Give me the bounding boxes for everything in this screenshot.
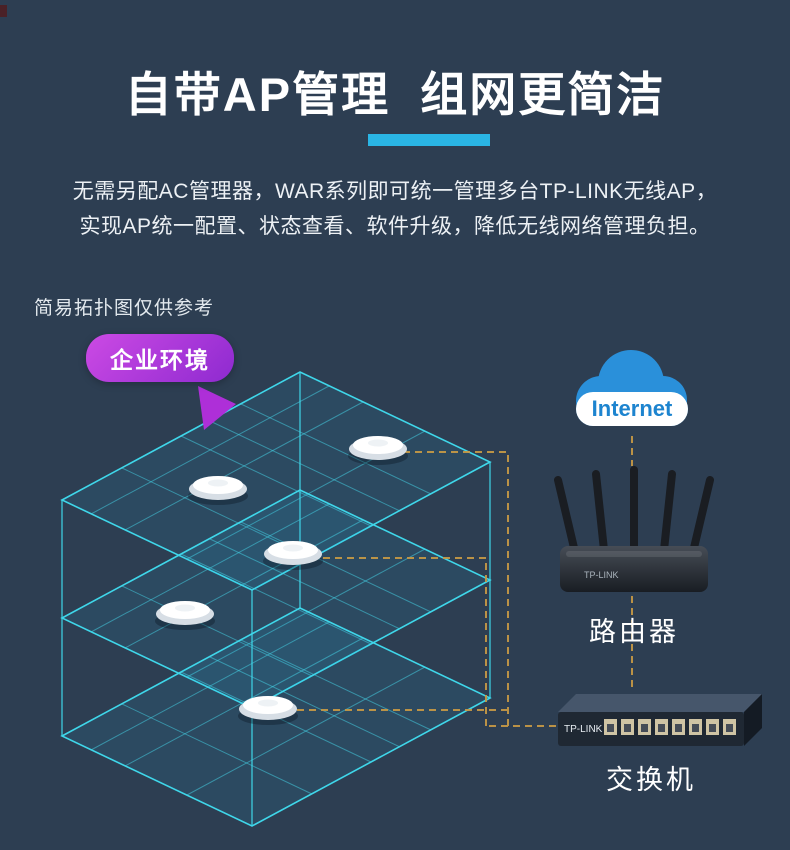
switch-side-face bbox=[744, 694, 762, 746]
ap-device-1 bbox=[348, 436, 408, 465]
switch-illustration: TP-LINK bbox=[558, 694, 762, 746]
ap-device-4 bbox=[155, 601, 215, 630]
router-antennas bbox=[554, 466, 714, 556]
building-callout-label: 企业环境 bbox=[86, 334, 234, 382]
router-illustration: TP-LINK bbox=[554, 466, 714, 592]
router-brand-text: TP-LINK bbox=[584, 570, 619, 580]
description-line-1: 无需另配AC管理器，WAR系列即可统一管理多台TP-LINK无线AP， bbox=[72, 180, 718, 203]
switch-top-face bbox=[558, 694, 762, 712]
building-wireframe bbox=[61, 371, 491, 827]
ap-device-2 bbox=[188, 476, 248, 505]
page-title: 自带AP管理 组网更简洁 bbox=[124, 68, 666, 121]
title-underline-accent bbox=[368, 134, 490, 146]
switch-ports bbox=[604, 719, 736, 735]
router-body bbox=[560, 546, 708, 592]
router-label: 路由器 bbox=[589, 617, 679, 647]
connection-lines bbox=[292, 436, 633, 727]
description-text: 无需另配AC管理器，WAR系列即可统一管理多台TP-LINK无线AP， 实现AP… bbox=[0, 174, 790, 244]
internet-label: Internet bbox=[576, 392, 688, 426]
ap-device-3 bbox=[263, 541, 323, 570]
switch-brand-text: TP-LINK bbox=[564, 724, 603, 735]
switch-label: 交换机 bbox=[606, 765, 696, 795]
topology-disclaimer: 简易拓扑图仅供参考 bbox=[34, 298, 215, 319]
callout-arrow-icon bbox=[198, 386, 236, 430]
ap-device-5 bbox=[238, 696, 298, 725]
connection-riser-middle-floor bbox=[312, 557, 487, 726]
page-edge-artifact bbox=[0, 5, 7, 17]
description-line-2: 实现AP统一配置、状态查看、软件升级，降低无线网络管理负担。 bbox=[79, 215, 711, 238]
